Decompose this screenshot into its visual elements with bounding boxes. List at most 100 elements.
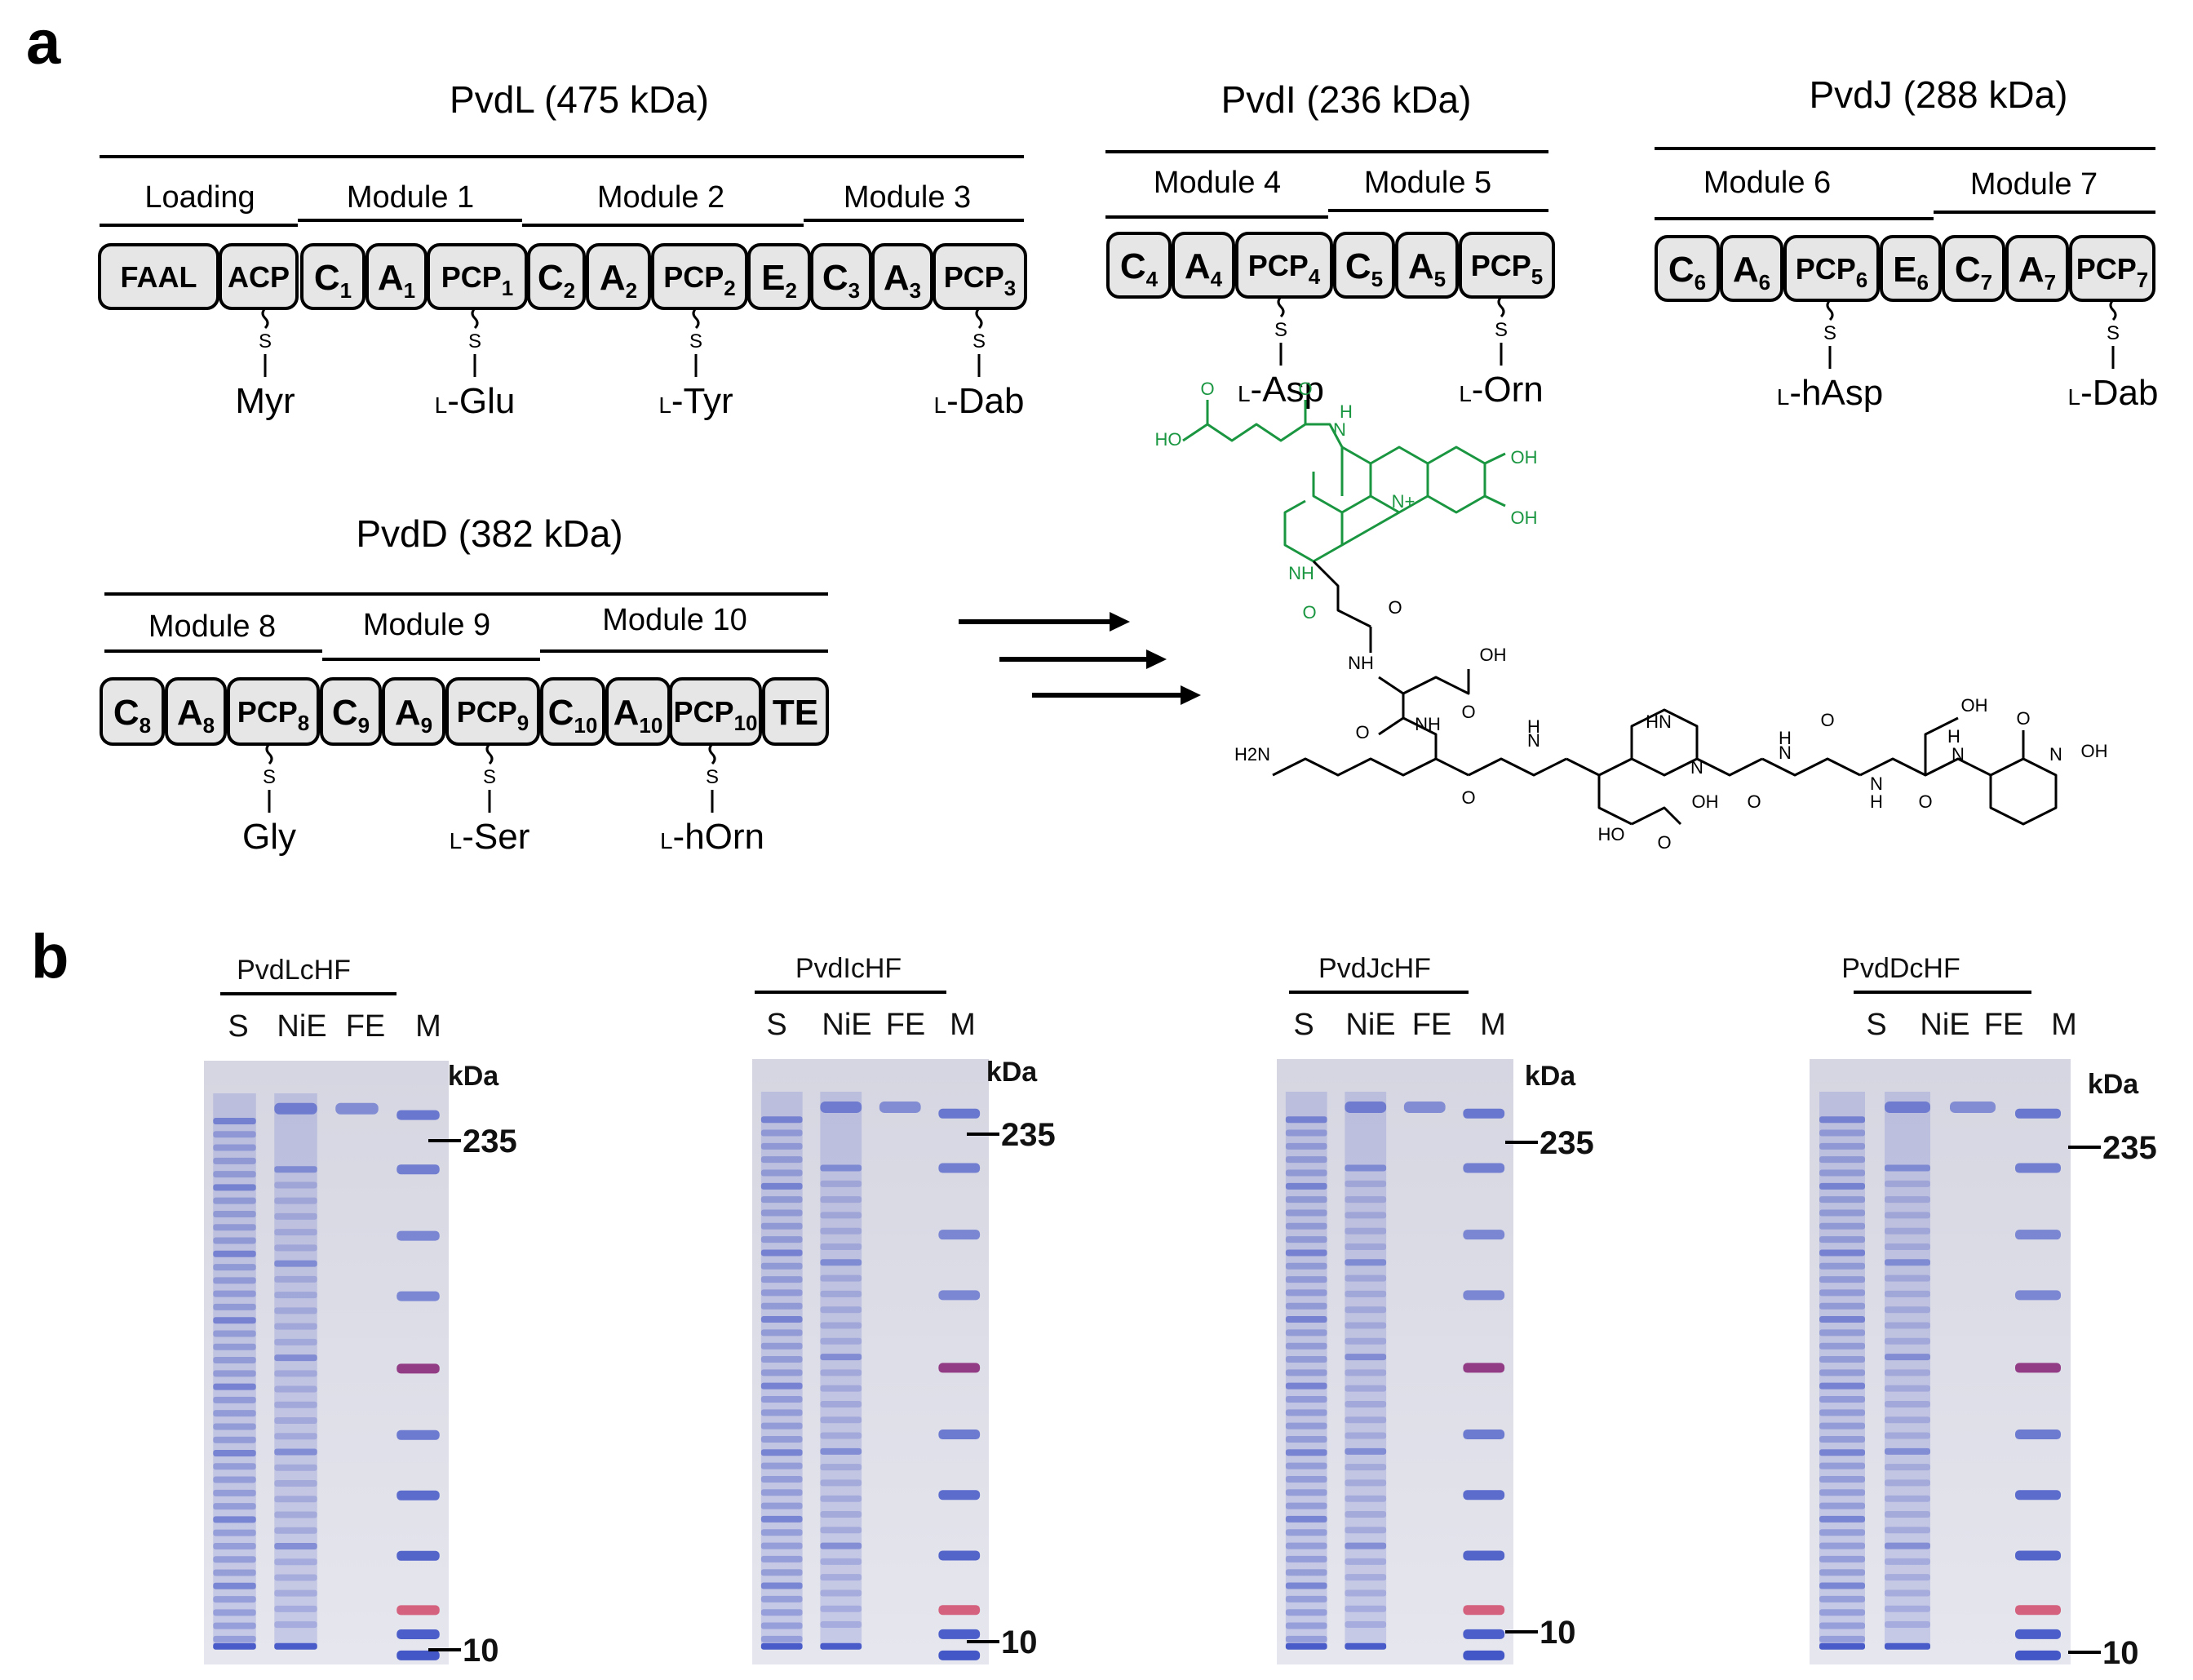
gly-o: O (1820, 710, 1834, 730)
protein-band (274, 1605, 317, 1612)
pvdl-domain-box (810, 243, 872, 310)
protein-band (760, 1289, 803, 1297)
protein-band (213, 1503, 256, 1510)
thioester-s: S (483, 766, 496, 788)
protein-band (1285, 1555, 1327, 1563)
protein-band (1285, 1435, 1327, 1443)
target-protein-band (274, 1102, 317, 1115)
protein-band (1345, 1385, 1387, 1392)
protein-band (213, 1436, 256, 1443)
ppant-squiggle (975, 307, 983, 330)
marker-band (2015, 1230, 2061, 1240)
protein-band (213, 1303, 256, 1310)
protein-band (1885, 1196, 1930, 1203)
pvdi-linker-1: SL-Orn (1459, 295, 1544, 410)
pvdj-domain-box (2005, 235, 2069, 302)
biosynthesis-arrows (959, 612, 1201, 705)
pvdd-substrate-1: L-Ser (450, 817, 530, 857)
protein-band (1885, 1385, 1930, 1392)
protein-band (1285, 1142, 1327, 1150)
protein-band (274, 1307, 317, 1314)
pvdi-domain-box (1106, 232, 1172, 299)
protein-band (1345, 1479, 1387, 1487)
mw-label-top: 235 (1540, 1125, 1594, 1161)
protein-band (213, 1184, 256, 1191)
protein-band (760, 1435, 803, 1443)
protein-band (760, 1236, 803, 1243)
protein-band (820, 1274, 862, 1282)
protein-band (1885, 1369, 1930, 1376)
lane-label-nie: NiE (1920, 1008, 1969, 1042)
pvdd-domain-label: PCP8 (237, 695, 310, 735)
marker-band (938, 1605, 981, 1616)
protein-band (820, 1495, 862, 1502)
orn-sidechain (1272, 757, 1437, 777)
protein-band (820, 1432, 862, 1439)
protein-band (1345, 1290, 1387, 1297)
protein-band (1819, 1142, 1865, 1150)
catechol-oh-2: OH (1511, 508, 1538, 528)
pvdi-domain-c5: C5 (1333, 232, 1395, 299)
protein-band (1285, 1582, 1327, 1589)
ser-h: H (1870, 791, 1883, 812)
protein-band (760, 1489, 803, 1496)
protein-band (760, 1462, 803, 1469)
protein-band (1345, 1400, 1387, 1407)
pvdi-module-5: Module 5 (1364, 166, 1491, 200)
pvdl-linker-1: SL-Glu (435, 307, 515, 421)
pvdd-domain-box (382, 677, 445, 746)
pvdi-domain-box (1459, 232, 1555, 299)
lane-label-m: M (1480, 1008, 1506, 1042)
pvdl-substrate-2: L-Tyr (658, 381, 733, 421)
marker-band (938, 1230, 981, 1240)
protein-band (760, 1422, 803, 1430)
pvdd-domain-box (540, 677, 605, 746)
hasp-o: O (1657, 832, 1671, 853)
protein-band (213, 1529, 256, 1536)
marker-band (2015, 1290, 2061, 1301)
protein-band (1285, 1635, 1327, 1642)
pvdl-domain-box (747, 243, 811, 310)
protein-band (760, 1502, 803, 1509)
marker-band (397, 1164, 440, 1175)
protein-band (820, 1337, 862, 1345)
protein-band (1819, 1129, 1865, 1137)
dab-co (1696, 757, 1763, 777)
backbone-3 (1468, 757, 1567, 777)
protein-band (760, 1129, 803, 1137)
protein-band (274, 1558, 317, 1566)
pvdj-substrate-0: L-hAsp (1777, 373, 1884, 413)
pvdl-substrate-3: L-Dab (934, 381, 1025, 421)
amide-nh-bond (1305, 423, 1344, 448)
protein-band (1885, 1354, 1930, 1361)
protein-band (1285, 1356, 1327, 1363)
nh-orn: NH (1415, 714, 1441, 734)
protein-band (1285, 1342, 1327, 1350)
pvdl-domain-pcp1: PCP1 (427, 243, 528, 310)
protein-band (1345, 1527, 1387, 1534)
arrow-1-head (1110, 612, 1130, 632)
mw-label-top: 235 (2102, 1130, 2157, 1166)
protein-band (274, 1244, 317, 1252)
protein-band (1285, 1422, 1327, 1430)
target-protein-band (820, 1101, 862, 1113)
pvdj-domain-e6: E6 (1880, 235, 1942, 302)
protein-band (760, 1595, 803, 1602)
protein-band (213, 1264, 256, 1271)
pvdl-domain-label: E2 (761, 258, 797, 303)
ppant-squiggle (1826, 299, 1834, 321)
succinyl-chain (1182, 423, 1306, 442)
protein-band (274, 1292, 317, 1299)
protein-band (1885, 1510, 1930, 1518)
pvdj-domain-a7: A7 (2005, 235, 2069, 302)
protein-band (213, 1396, 256, 1403)
pvdl-domain-label: PCP1 (441, 260, 514, 300)
thioester-s: S (706, 766, 719, 788)
protein-band (1285, 1302, 1327, 1310)
protein-band (1345, 1180, 1387, 1187)
ser-n: N (1870, 774, 1883, 794)
protein-band (213, 1277, 256, 1284)
marker-band (1463, 1430, 1505, 1440)
